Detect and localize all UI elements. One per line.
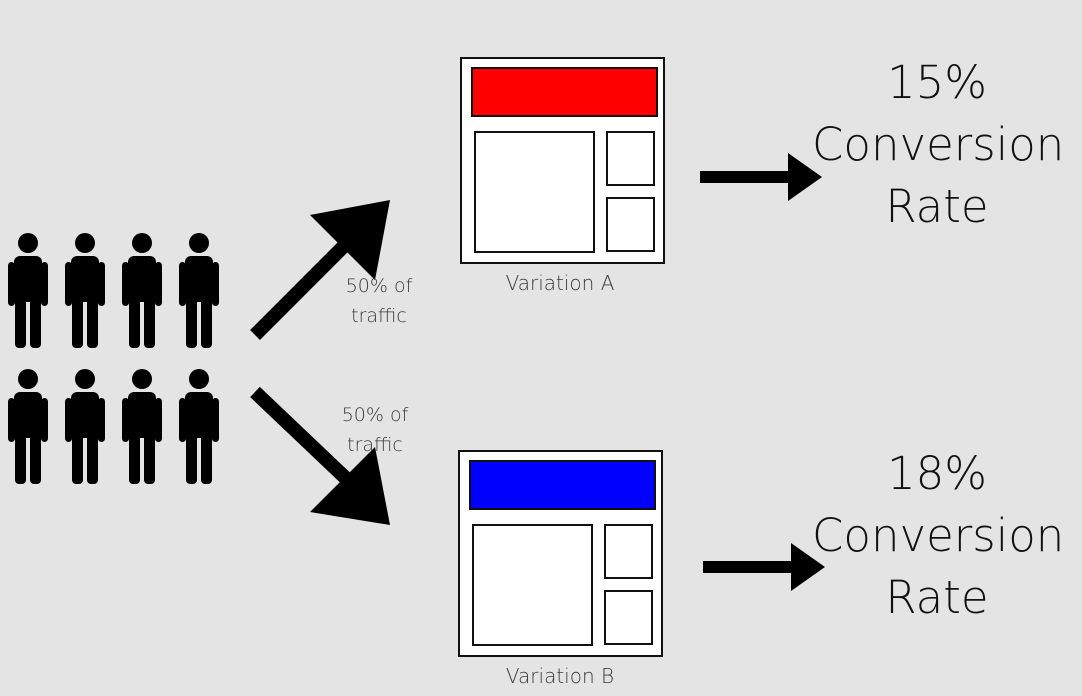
header-block bbox=[469, 460, 656, 510]
traffic-label-a: 50% of traffic bbox=[345, 275, 413, 327]
sidebar-block bbox=[604, 524, 653, 579]
variation-b-label: Variation B bbox=[505, 664, 615, 688]
rate-label: Rate bbox=[885, 180, 989, 233]
sidebar-block bbox=[606, 131, 655, 186]
variation-a-label: Variation A bbox=[505, 271, 615, 295]
conversion-percent: 18% bbox=[886, 447, 988, 500]
person-icon bbox=[65, 369, 105, 484]
header-block bbox=[471, 67, 658, 117]
person-icon bbox=[8, 233, 48, 348]
people-group bbox=[8, 233, 219, 484]
person-icon bbox=[122, 369, 162, 484]
result-a: 15% Conversion Rate bbox=[812, 52, 1065, 238]
result-b: 18% Conversion Rate bbox=[812, 443, 1065, 629]
content-block bbox=[472, 524, 593, 646]
sidebar-block bbox=[604, 590, 653, 645]
sidebar-block bbox=[606, 197, 655, 252]
person-icon bbox=[65, 233, 105, 348]
rate-label: Rate bbox=[885, 571, 989, 624]
arrow-up-right-icon bbox=[250, 200, 390, 340]
conversion-label: Conversion bbox=[812, 118, 1065, 171]
variation-a-wireframe bbox=[460, 57, 665, 264]
arrow-right-icon bbox=[703, 543, 825, 591]
content-block bbox=[474, 131, 595, 253]
traffic-label-b: 50% of traffic bbox=[341, 404, 409, 456]
person-icon bbox=[8, 369, 48, 484]
conversion-percent: 15% bbox=[886, 56, 988, 109]
variation-b-wireframe bbox=[458, 450, 663, 657]
arrow-down-right-icon bbox=[250, 386, 390, 525]
person-icon bbox=[179, 233, 219, 348]
arrow-right-icon bbox=[700, 153, 822, 201]
person-icon bbox=[122, 233, 162, 348]
split-arrows bbox=[250, 200, 390, 525]
conversion-label: Conversion bbox=[812, 509, 1065, 562]
person-icon bbox=[179, 369, 219, 484]
